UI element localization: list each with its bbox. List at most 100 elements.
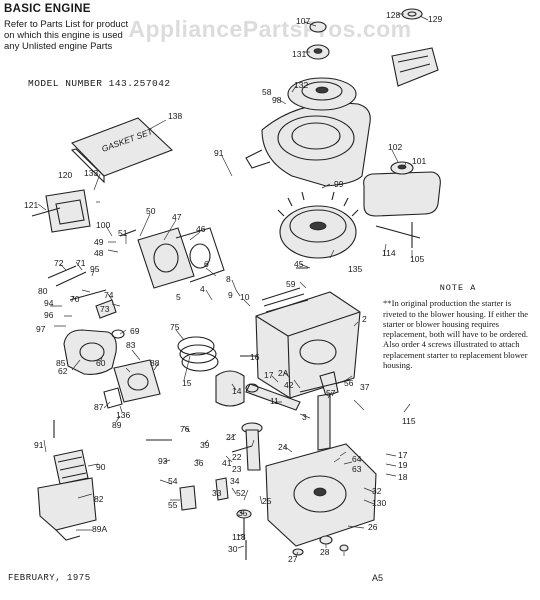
subtitle-line-1: Refer to Parts List for product [4,19,129,30]
subtitle-line-2: on which this engine is used [4,30,123,41]
part-number-label: 118 [232,532,246,542]
part-number-label: 102 [388,142,402,152]
footer-date: FEBRUARY, 1975 [8,573,91,583]
part-number-label: 88 [150,358,160,368]
part-number-label: 75 [170,322,180,332]
part-number-label: 18 [398,472,408,482]
part-number-label: 80 [38,286,48,296]
part-number-label: 94 [44,298,54,308]
part-number-label: 58 [262,87,272,97]
part-number-label: 83 [126,340,136,350]
part-number-label: 4 [200,284,205,294]
part-number-label: 19 [398,460,408,470]
part-number-label: 120 [58,170,72,180]
crankshaft [299,371,351,451]
part-number-label: 132 [294,80,308,90]
part-number-label: 73 [100,304,110,314]
part-number-label: 57 [326,388,336,398]
part-number-label: 71 [76,258,86,268]
leader-lines [37,13,429,557]
muffler [363,161,441,217]
part-number-label: 70 [70,294,80,304]
breather-cover [45,189,91,233]
part-number-label: 114 [382,248,396,258]
governor-linkage [47,265,125,339]
governor-housing [63,329,117,375]
part-number-label: 10 [240,292,250,302]
flywheel [277,191,359,259]
part-number-label: 54 [168,476,178,486]
part-number-label: 6 [204,259,209,269]
part-number-label: 45 [294,259,304,269]
part-number-label: 50 [146,206,156,216]
part-number-label: 32 [372,486,382,496]
starter-assembly [287,77,357,111]
part-number-label: 62 [58,366,68,376]
part-number-label: 93 [158,456,168,466]
air-cleaner [37,449,97,541]
gasket-set-envelope: GASKET SET [70,117,174,184]
part-number-label: 33 [212,488,222,498]
part-number-label: 91 [214,148,224,158]
part-number-label: 128 [386,10,400,20]
part-number-label: 91 [34,440,44,450]
part-number-label: 49 [94,237,104,247]
part-number-label: 97 [36,324,46,334]
part-number-label: 98 [272,95,282,105]
part-number-label: 39 [200,440,210,450]
camshaft [241,422,263,471]
part-number-label: 82 [94,494,104,504]
part-number-label: 47 [172,212,182,222]
part-number-label: 107 [296,16,310,26]
part-number-label: 99 [334,179,344,189]
part-number-label: 96 [44,310,54,320]
part-number-label: 69 [130,326,140,336]
part-number-label: 17 [398,450,408,460]
part-number-label: 15 [182,378,192,388]
part-number-label: 72 [54,258,64,268]
part-number-label: 8 [226,274,231,284]
part-number-label: 87 [94,402,104,412]
part-number-label: 22 [232,452,242,462]
crankcase-cover [265,443,377,547]
part-number-label: 28 [320,547,330,557]
connecting-rod [245,383,301,411]
part-number-label: 23 [232,464,242,474]
rotating-screen [391,8,439,87]
part-number-label: 9 [228,290,233,300]
note-text: **In original production the starter is … [383,298,529,371]
part-number-label: 36 [194,458,204,468]
footer-page-id: A5 [372,573,384,583]
part-number-label: 129 [428,14,442,24]
part-number-label: 74 [104,290,114,300]
part-number-label: 130 [372,498,386,508]
part-number-label: 131 [292,49,306,59]
part-number-label: 105 [410,254,424,264]
part-number-label: 76 [180,424,190,434]
part-number-label: 27 [288,554,298,564]
part-number-label: 115 [402,416,416,426]
part-number-label: 51 [118,228,128,238]
part-number-label: 95 [90,264,100,274]
part-number-label: 121 [24,200,38,210]
part-number-label: 46 [196,224,206,234]
part-number-label: 37 [360,382,370,392]
part-number-label: 101 [412,156,426,166]
note-a: NOTE A **In original production the star… [383,283,533,370]
part-number-label: 55 [168,500,178,510]
part-number-label: 11 [270,396,279,406]
part-number-label: 135 [348,264,362,274]
part-number-label: 14 [232,386,242,396]
lower-small-parts [179,477,349,556]
part-number-label: 35 [238,508,248,518]
blower-housing [245,102,371,187]
part-number-label: 89 [112,420,122,430]
model-number: MODEL NUMBER 143.257042 [28,78,171,89]
part-number-label: 5 [176,292,181,302]
part-number-label: 90 [96,462,106,472]
subtitle-line-3: any Unlisted engine Parts [4,41,113,52]
part-number-label: 21 [226,432,236,442]
part-number-label: 2 [362,314,367,324]
